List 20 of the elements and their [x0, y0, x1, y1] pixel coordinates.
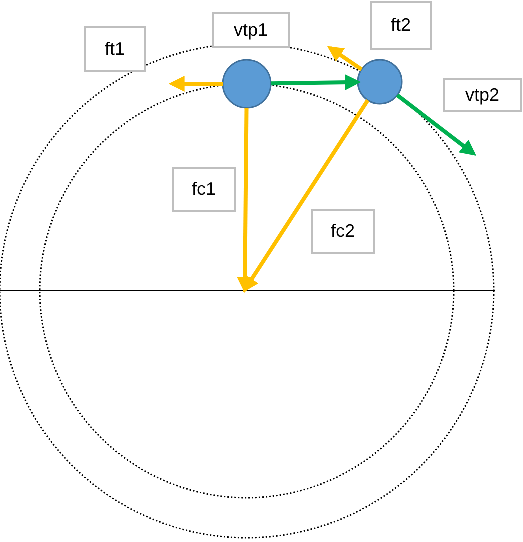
particle-circle: [357, 59, 403, 105]
arrow: [168, 76, 223, 92]
label-box: [212, 12, 290, 48]
arrow: [270, 74, 362, 91]
arrow: [243, 99, 370, 293]
arrow: [396, 94, 477, 156]
label-box: [311, 209, 375, 254]
vector-label: vtp2: [465, 84, 500, 107]
vector-label: fc2: [330, 220, 355, 243]
label-box: [84, 26, 146, 72]
vector-label: fc1: [192, 178, 216, 201]
vector-label: ft2: [390, 14, 411, 37]
arrow: [237, 108, 254, 294]
vector-label: vtp1: [234, 18, 268, 42]
arrow: [327, 46, 363, 72]
label-box: [370, 1, 432, 50]
vector-label: ft1: [104, 38, 125, 60]
particle-circle: [222, 59, 272, 109]
label-box: [172, 167, 236, 212]
label-box: [443, 78, 522, 112]
